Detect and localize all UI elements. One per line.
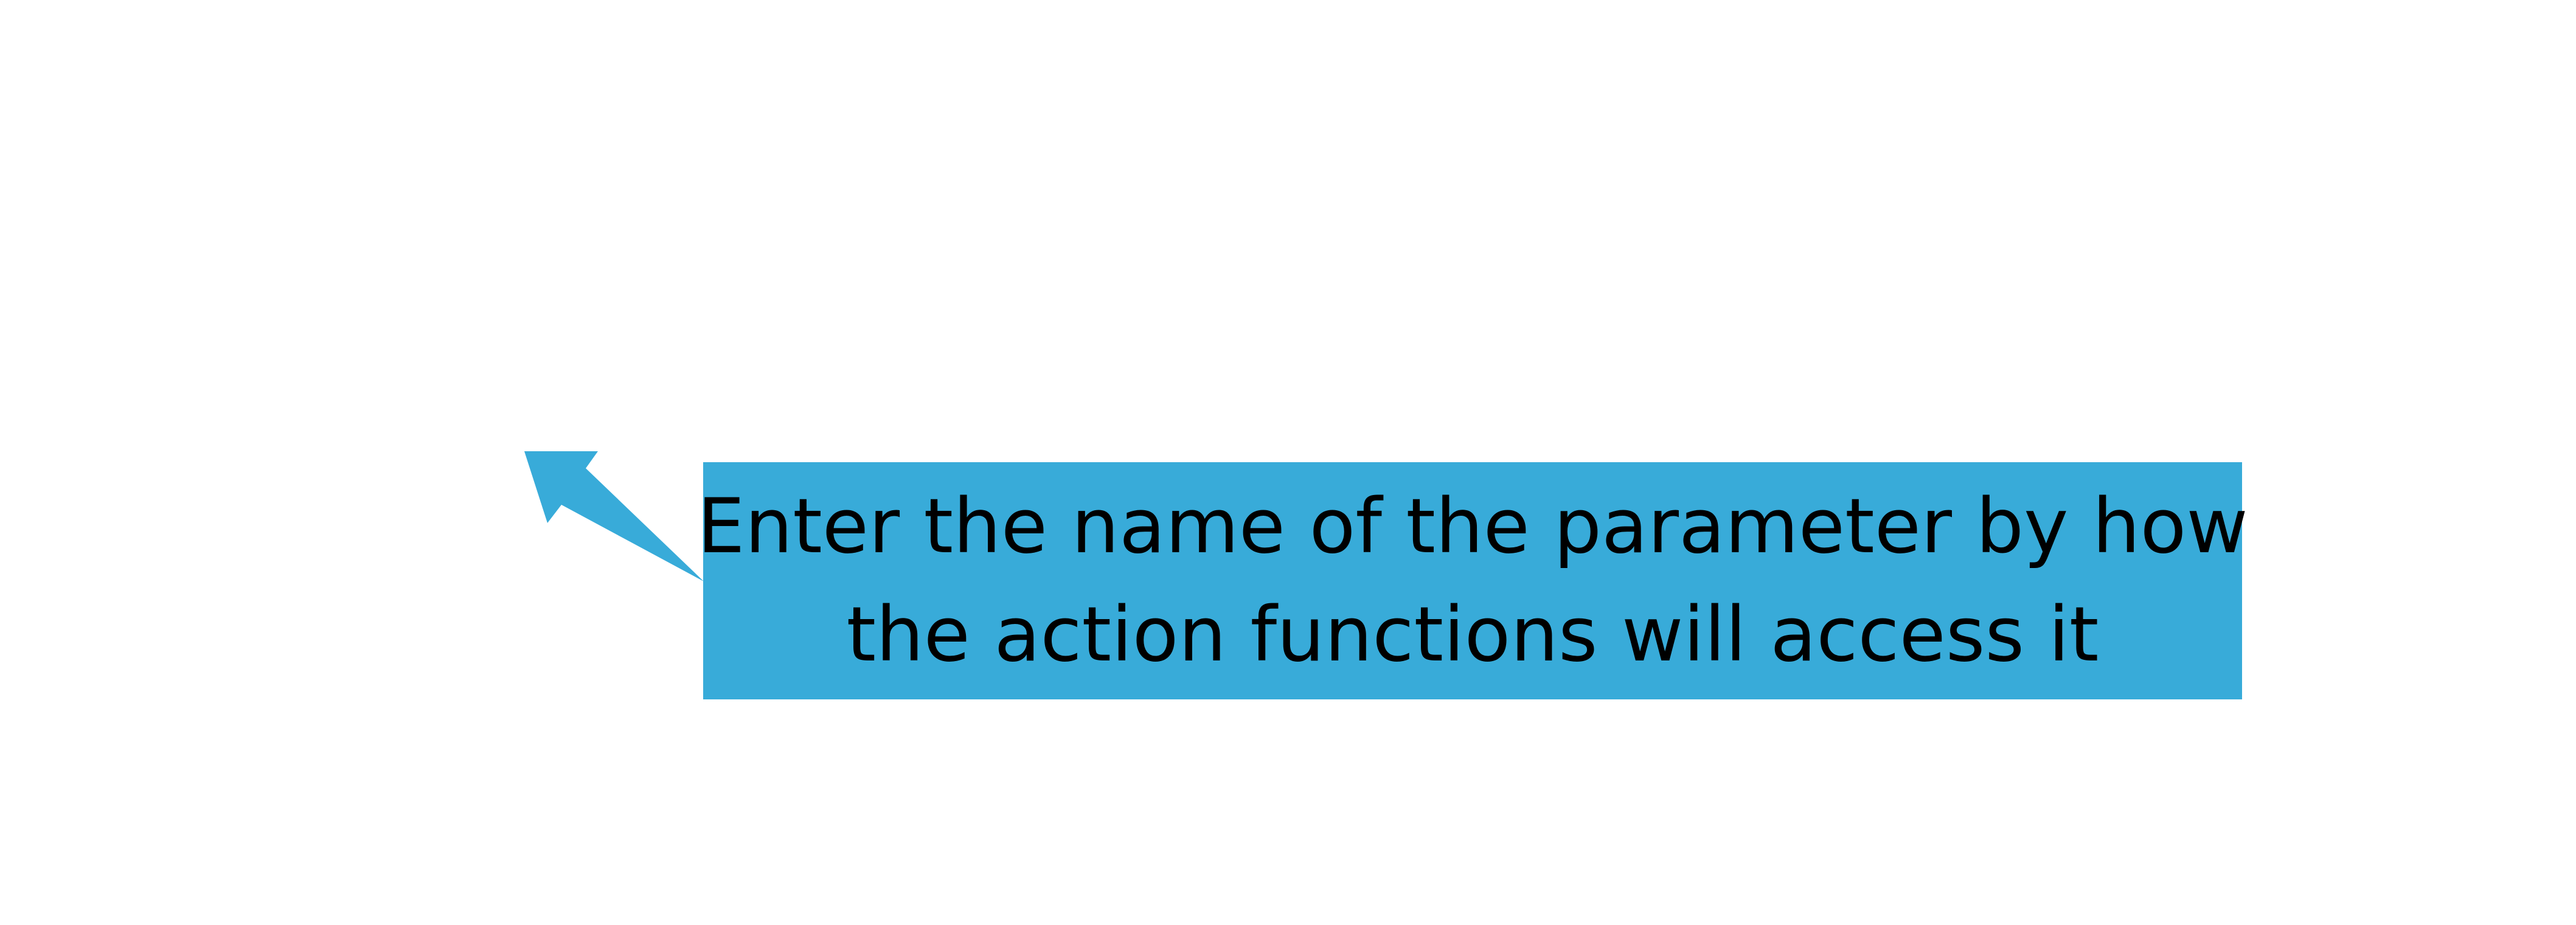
callout-box: Enter the name of the parameter by how t… — [697, 462, 2248, 699]
callout-arrow-shape — [524, 451, 704, 581]
callout-text-line-1: Enter the name of the parameter by how — [697, 483, 2248, 570]
callout-text-line-2: the action functions will access it — [846, 591, 2099, 679]
